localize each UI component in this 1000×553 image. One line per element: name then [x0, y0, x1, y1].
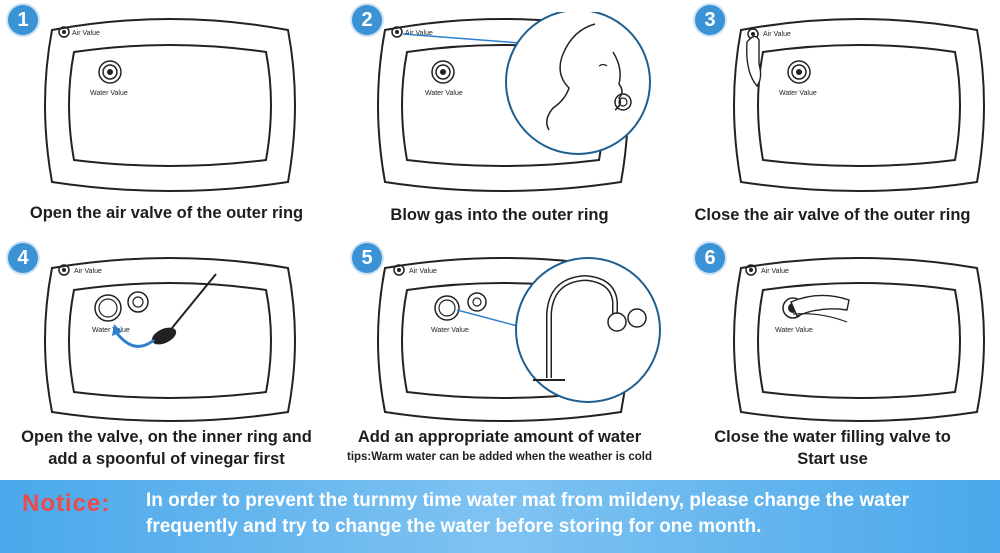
caption-line: Start use	[797, 450, 868, 468]
caption-line: Add an appropriate amount of water	[357, 428, 642, 446]
step-number-badge: 3	[695, 5, 725, 35]
step-number-badge: 1	[8, 5, 38, 35]
air-valve-icon	[391, 26, 403, 38]
step-caption: Blow gas into the outer ring	[333, 204, 666, 226]
caption-line: Close the water filling valve to	[714, 428, 951, 446]
valve-cap-icon	[467, 292, 487, 312]
caption-line: add a spoonful of vinegar first	[48, 450, 285, 468]
step-6: 6 Air Value Water Value Close the water …	[666, 240, 999, 480]
step-number-badge: 5	[352, 243, 382, 273]
step-4: 4 Air Value Water Value Open the valve, …	[0, 240, 333, 480]
caption-line: Blow gas into the outer ring	[390, 206, 609, 224]
air-valve-label: Air Value	[763, 31, 791, 38]
water-valve-icon	[98, 60, 122, 84]
air-valve-label: Air Value	[409, 268, 437, 275]
air-valve-label: Air Value	[74, 268, 102, 275]
step-caption: Close the water filling valve to Start u…	[666, 426, 999, 470]
air-valve-label: Air Value	[72, 30, 100, 37]
step-number-badge: 2	[352, 5, 382, 35]
caption-line: Close the air valve of the outer ring	[694, 206, 971, 224]
open-valve-icon	[94, 294, 122, 322]
open-valve-icon	[434, 295, 460, 321]
notice-text: In order to prevent the turnmy time wate…	[146, 490, 909, 537]
mat-illustration: Air Value Water Value	[377, 12, 651, 192]
step-number-badge: 4	[8, 243, 38, 273]
pour-arrow	[114, 331, 155, 348]
finger-press-icon	[790, 294, 850, 323]
caption-line: Open the air valve of the outer ring	[29, 204, 304, 222]
step-caption: Open the air valve of the outer ring	[0, 202, 333, 224]
step-5: 5 Air Value Water Value Add an appropria…	[333, 240, 666, 480]
step-number-badge: 6	[695, 243, 725, 273]
valve-cap-icon	[127, 291, 149, 313]
water-valve-label: Water Value	[779, 90, 817, 97]
air-valve-icon	[58, 26, 70, 38]
mat-illustration: Air Value Water Value	[377, 257, 661, 422]
air-valve-label: Air Value	[761, 268, 789, 275]
mat-illustration: Air Value Water Value	[733, 18, 985, 192]
step-caption: Add an appropriate amount of water	[333, 426, 666, 448]
water-valve-icon	[787, 60, 811, 84]
notice-banner: Notice: In order to prevent the turnmy t…	[0, 480, 1000, 553]
tips-text: tips:Warm water can be added when the we…	[346, 451, 653, 463]
mat-illustration: Air Value Water Value	[44, 257, 296, 422]
step-caption: Open the valve, on the inner ring and ad…	[0, 426, 333, 470]
step-1: 1 Air Value Water Value Open the air val…	[0, 0, 333, 240]
air-valve-icon	[58, 264, 70, 276]
water-valve-label: Water Value	[92, 327, 130, 334]
notice-label: Notice:	[22, 490, 111, 517]
finger-press-icon	[746, 35, 762, 88]
water-valve-label: Water Value	[431, 327, 469, 334]
water-valve-label: Water Value	[425, 90, 463, 97]
air-valve-icon	[745, 264, 757, 276]
faucet-icon	[515, 257, 661, 403]
mat-illustration: Air Value Water Value	[44, 18, 296, 192]
air-valve-icon	[393, 264, 405, 276]
water-valve-label: Water Value	[90, 90, 128, 97]
water-valve-icon	[431, 60, 455, 84]
step-2: 2 Air Value Water Value Blow gas into th…	[333, 0, 666, 240]
mat-illustration: Air Value Water Value	[733, 257, 985, 422]
caption-line: Open the valve, on the inner ring and	[21, 428, 312, 446]
step-caption: Close the air valve of the outer ring	[666, 204, 999, 226]
air-valve-label: Air Value	[405, 30, 433, 37]
step-3: 3 Air Value Water Value Close the air va…	[666, 0, 999, 240]
face-blowing-icon	[505, 12, 651, 155]
spoon-icon	[151, 273, 217, 345]
water-valve-label: Water Value	[775, 327, 813, 334]
